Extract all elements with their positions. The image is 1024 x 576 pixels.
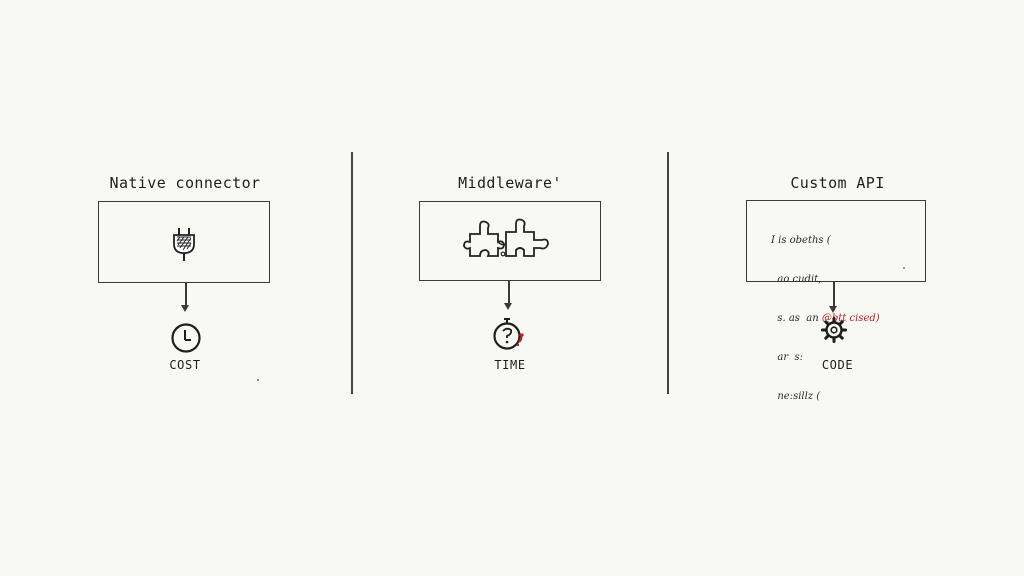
code-line: ao cudit, [771,274,822,285]
middleware-arrow [504,281,512,310]
ink-dot [903,267,905,269]
middleware-title: Middleware' [458,174,562,192]
native-connector-arrow [181,283,189,312]
time-label: TIME [494,358,526,372]
custom-api-column: Custom API I is obeths ( ao cudit, s. as… [740,170,935,402]
native-connector-box [98,201,270,283]
code-line: ne:sillz ( [771,391,821,402]
custom-api-arrow [829,282,837,313]
plug-icon [173,228,195,261]
code-label: CODE [821,358,854,372]
clock-icon [171,323,201,353]
code-line: ar s: [771,352,803,363]
native-connector-title: Native connector [109,174,261,192]
cost-label: COST [169,358,201,372]
ink-dot [257,379,259,381]
puzzle-pieces-icon [463,218,549,257]
middleware-box [419,201,601,281]
code-snippet-box: I is obeths ( ao cudit, s. as an @btt ci… [746,200,926,402]
gear-icon [821,317,847,343]
native-connector-column: Native connector COST [90,170,280,390]
stopwatch-icon [493,318,524,350]
column-divider-right [667,152,669,394]
custom-api-title: Custom API [790,174,885,192]
code-line: I is obeths ( [771,235,831,246]
middleware-column: Middleware' TIME [415,170,605,390]
column-divider-left [351,152,353,394]
code-line-text: s. as an [771,313,819,324]
